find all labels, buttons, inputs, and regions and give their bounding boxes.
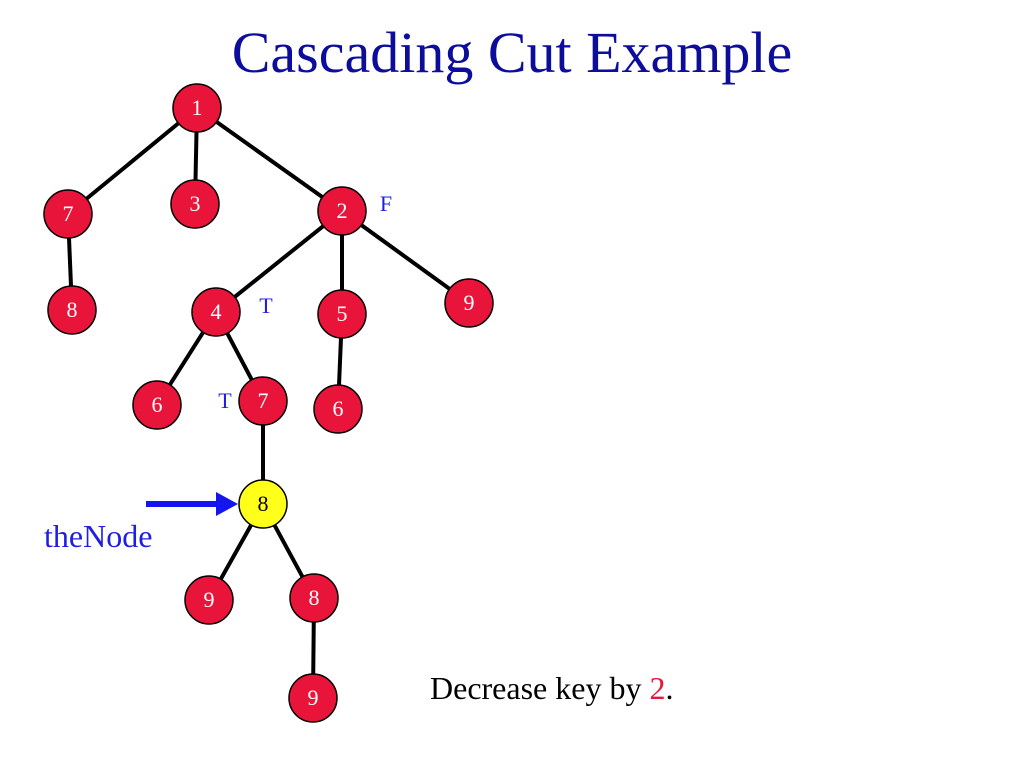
mark-t-n4: T [259,293,273,318]
node-key: 7 [63,201,74,226]
node-8: 8 [47,285,97,335]
edge-n2-n4 [232,224,326,299]
slide-title: Cascading Cut Example [231,20,793,85]
node-key: 9 [204,587,215,612]
edge-n4-n7b [225,331,254,382]
node-9: 9 [184,575,234,625]
node-4: 4 [191,287,241,337]
node-key: 8 [309,585,320,610]
node-9: 9 [444,278,494,328]
edge-n1-n7a [84,121,181,201]
node-circle [191,287,241,337]
node-circle [238,376,288,426]
node-circle [43,189,93,239]
node-1: 1 [172,83,222,133]
node-key: 7 [258,388,269,413]
node-key: 5 [337,301,348,326]
edge-n8b-n9b [218,522,254,582]
node-2: 2 [317,186,367,236]
node-circle [317,186,367,236]
node-6: 6 [132,380,182,430]
node-circle [172,83,222,133]
node-circle [444,278,494,328]
mark-f-n2: F [380,191,392,216]
node-key: 9 [464,290,475,315]
edge-n4-n6a [167,330,206,387]
node-circle [184,575,234,625]
node-7: 7 [43,189,93,239]
edge-n8c-n9c [311,619,316,677]
edge-n5-n6b [337,335,343,388]
node-circle [289,573,339,623]
node-7: 7 [238,376,288,426]
node-3: 3 [170,179,220,229]
highlighted-node-8: 8 [238,479,288,529]
node-circle [47,285,97,335]
edge-n2-n9a [359,223,452,291]
edge-n1-n3 [193,129,199,183]
node-circle [132,380,182,430]
node-key: 3 [190,191,201,216]
node-circle [170,179,220,229]
caption-text: Decrease key by [430,670,650,706]
edge-n1-n2 [214,119,325,200]
node-key: 8 [67,297,78,322]
pointer-arrow [146,492,238,516]
node-key: 9 [308,685,319,710]
pointer-arrow-head [216,492,238,516]
node-circle [288,673,338,723]
edge-n8b-n8c [272,523,305,579]
mark-t-n7b: T [218,388,232,413]
node-circle [313,384,363,434]
node-5: 5 [317,289,367,339]
edge-n7a-n8a [66,235,74,289]
node-marks: F T T [218,191,392,413]
node-8: 8 [289,573,339,623]
caption-amount: 2 [649,670,666,706]
node-circle [238,479,288,529]
node-key: 8 [258,491,269,516]
node-9: 9 [288,673,338,723]
node-key: 6 [152,392,163,417]
caption: Decrease key by 2. [430,668,673,708]
node-key: 2 [337,198,348,223]
node-key: 6 [333,396,344,421]
node-6: 6 [313,384,363,434]
caption-suffix: . [665,670,674,706]
node-key: 4 [211,299,222,324]
node-circle [317,289,367,339]
thenode-label: theNode [44,518,153,554]
node-key: 1 [192,95,203,120]
tree-nodes: 1 7 3 2 8 4 5 9 6 7 6 8 9 8 9 [43,83,494,723]
tree-edges [66,119,452,677]
